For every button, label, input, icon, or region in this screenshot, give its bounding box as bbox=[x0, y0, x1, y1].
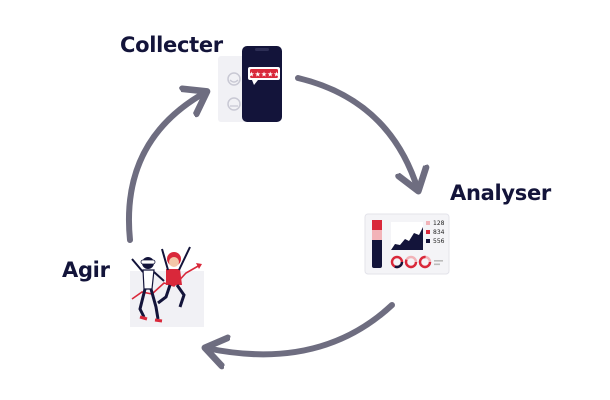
arrow-collect-to-analyse bbox=[295, 75, 418, 190]
arrow-analyse-to-act bbox=[206, 302, 395, 354]
dashboard-value-3: 556 bbox=[433, 238, 445, 245]
dashboard-value-2: 834 bbox=[433, 229, 445, 236]
step-label-agir: Agir bbox=[62, 258, 110, 282]
celebrating-people-illustration bbox=[130, 246, 204, 327]
dashboard-illustration: 128 834 556 bbox=[364, 213, 450, 275]
dashboard-value-1: 128 bbox=[433, 220, 445, 227]
smiley-icon bbox=[227, 72, 241, 86]
star-rating: ★★★★★ bbox=[248, 71, 279, 79]
arrow-act-to-collect bbox=[126, 92, 206, 243]
phone-icon bbox=[242, 46, 282, 122]
neutral-face-icon bbox=[227, 97, 241, 111]
donut-charts bbox=[390, 255, 443, 269]
step-label-analyser: Analyser bbox=[450, 181, 551, 205]
step-label-collecter: Collecter bbox=[120, 33, 223, 57]
phone-feedback-illustration: ★★★★★ bbox=[218, 46, 282, 122]
